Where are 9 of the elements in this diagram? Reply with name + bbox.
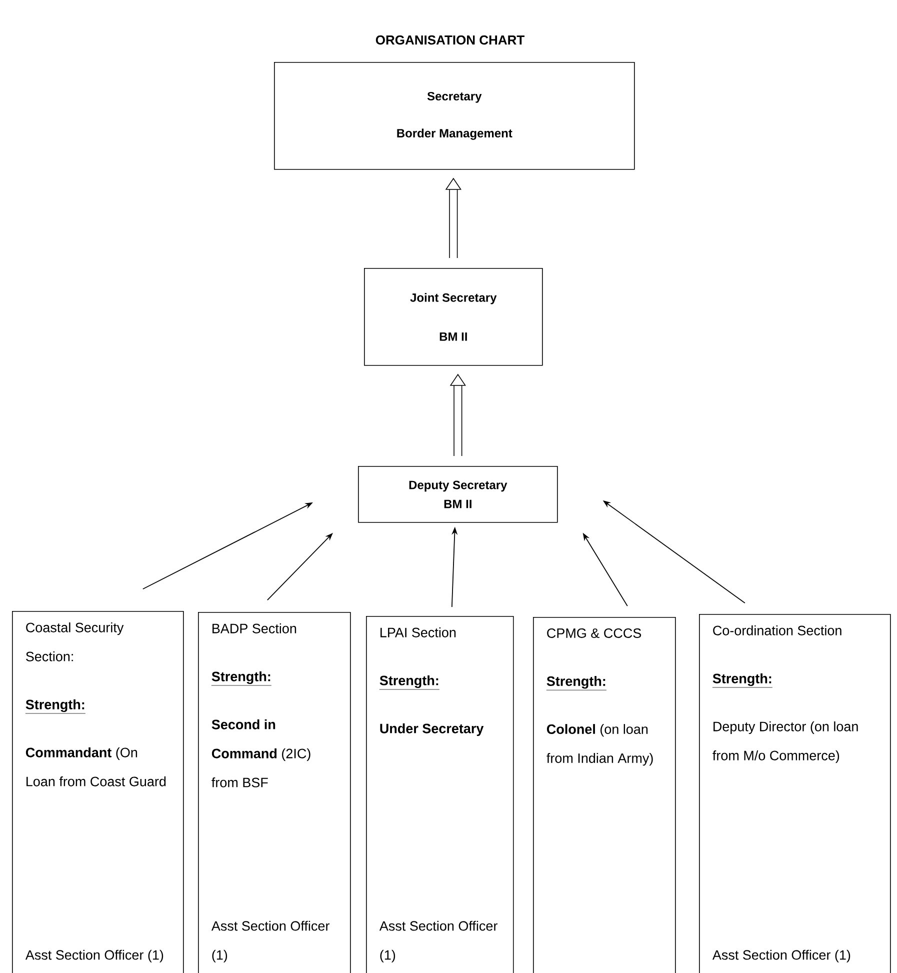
section-box: Coastal Security Section: Strength: Commandant (On Loan from Coast Guard Asst Section Officer (1) — [12, 611, 184, 973]
section-box: LPAI Section Strength: Under Secretary Asst Section Officer (1) — [366, 616, 514, 973]
section-box: Co-ordination Section Strength: Deputy Director (on loan from M/o Commerce) Asst Section Officer (1) — [699, 614, 891, 973]
position-box: Joint Secretary BM II — [364, 268, 543, 366]
section-box: CPMG & CCCS Strength: Colonel (on loan from Indian Army) — [533, 617, 676, 973]
chart-title: ORGANISATION CHART — [376, 35, 524, 45]
position-box: Deputy Secretary BM II — [358, 466, 558, 523]
section-box: BADP Section Strength: Second in Command (2IC) from BSF Asst Section Officer (1) — [198, 612, 351, 973]
position-box: Secretary Border Management — [274, 62, 635, 170]
